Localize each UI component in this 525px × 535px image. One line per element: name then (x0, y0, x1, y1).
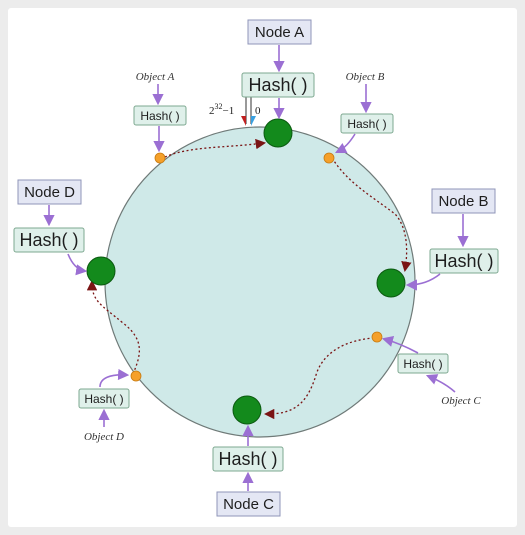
node-c-dot (232, 395, 262, 425)
object-c-group: Hash( ) Object C (381, 335, 481, 407)
node-c-group: Node C Hash( ) (212, 424, 284, 517)
object-a-group: Object A Hash( ) (133, 71, 187, 153)
object-b-group: Object B Hash( ) (334, 71, 394, 154)
object-d-hash-box (78, 388, 130, 409)
node-d-hash-box (13, 227, 85, 253)
object-b-hash-label: Hash( ) (347, 117, 386, 131)
ring-zero-label: 0 (255, 105, 261, 117)
node-b-dot (376, 268, 406, 298)
object-c-to-hash-arrow (425, 374, 456, 393)
object-c-hash-label: Hash( ) (403, 357, 442, 371)
node-d-hash-label: Hash( ) (19, 230, 78, 250)
node-b-hash-box (429, 248, 499, 274)
ring-max-label: 232−1 (209, 102, 234, 117)
node-c-box (216, 491, 281, 517)
object-d-hash-to-ring-arrow (99, 368, 130, 388)
ring-origin-marker: 232−1 0 (209, 97, 261, 126)
object-d-dot (130, 370, 142, 382)
object-a-dot (154, 152, 166, 164)
hash-ring (104, 126, 416, 438)
object-a-hash-box (133, 105, 187, 126)
object-b-dot (323, 152, 335, 164)
object-d-label: Object D (84, 431, 124, 443)
object-c-label: Object C (441, 395, 481, 407)
node-d-box (17, 179, 82, 205)
node-d-group: Node D Hash( ) (13, 179, 88, 276)
object-a-hash-label: Hash( ) (140, 109, 179, 123)
node-b-group: Node B Hash( ) (405, 188, 499, 291)
node-a-group: Node A Hash( ) (241, 19, 315, 120)
node-b-label: Node B (438, 193, 488, 210)
node-b-box (431, 188, 496, 214)
object-c-hash-to-ring-arrow (381, 335, 419, 354)
node-d-dot (86, 256, 116, 286)
object-d-hash-label: Hash( ) (84, 392, 123, 406)
route-object-c-to-node-c (263, 337, 375, 420)
node-c-hash-label: Hash( ) (218, 449, 277, 469)
object-d-group: Hash( ) Object D (78, 368, 130, 443)
object-b-hash-to-ring-arrow (334, 133, 356, 154)
node-a-hash-box (241, 72, 315, 98)
object-b-label: Object B (346, 71, 385, 83)
object-a-label: Object A (136, 71, 175, 83)
node-a-hash-label: Hash( ) (248, 75, 307, 95)
routes (86, 138, 412, 420)
node-c-label: Node C (223, 496, 274, 513)
node-a-box (247, 19, 312, 45)
node-d-label: Node D (24, 184, 75, 201)
node-d-hash-to-ring-arrow (67, 253, 88, 276)
object-c-dot (371, 331, 383, 343)
route-object-a-to-node-a (164, 138, 267, 158)
object-c-hash-box (397, 353, 449, 374)
route-object-b-to-node-b (331, 157, 412, 273)
node-c-hash-box (212, 446, 284, 472)
object-b-hash-box (340, 113, 394, 134)
node-a-dot (263, 118, 293, 148)
node-a-label: Node A (255, 24, 304, 41)
node-b-hash-label: Hash( ) (434, 251, 493, 271)
node-b-hash-to-ring-arrow (405, 273, 441, 291)
